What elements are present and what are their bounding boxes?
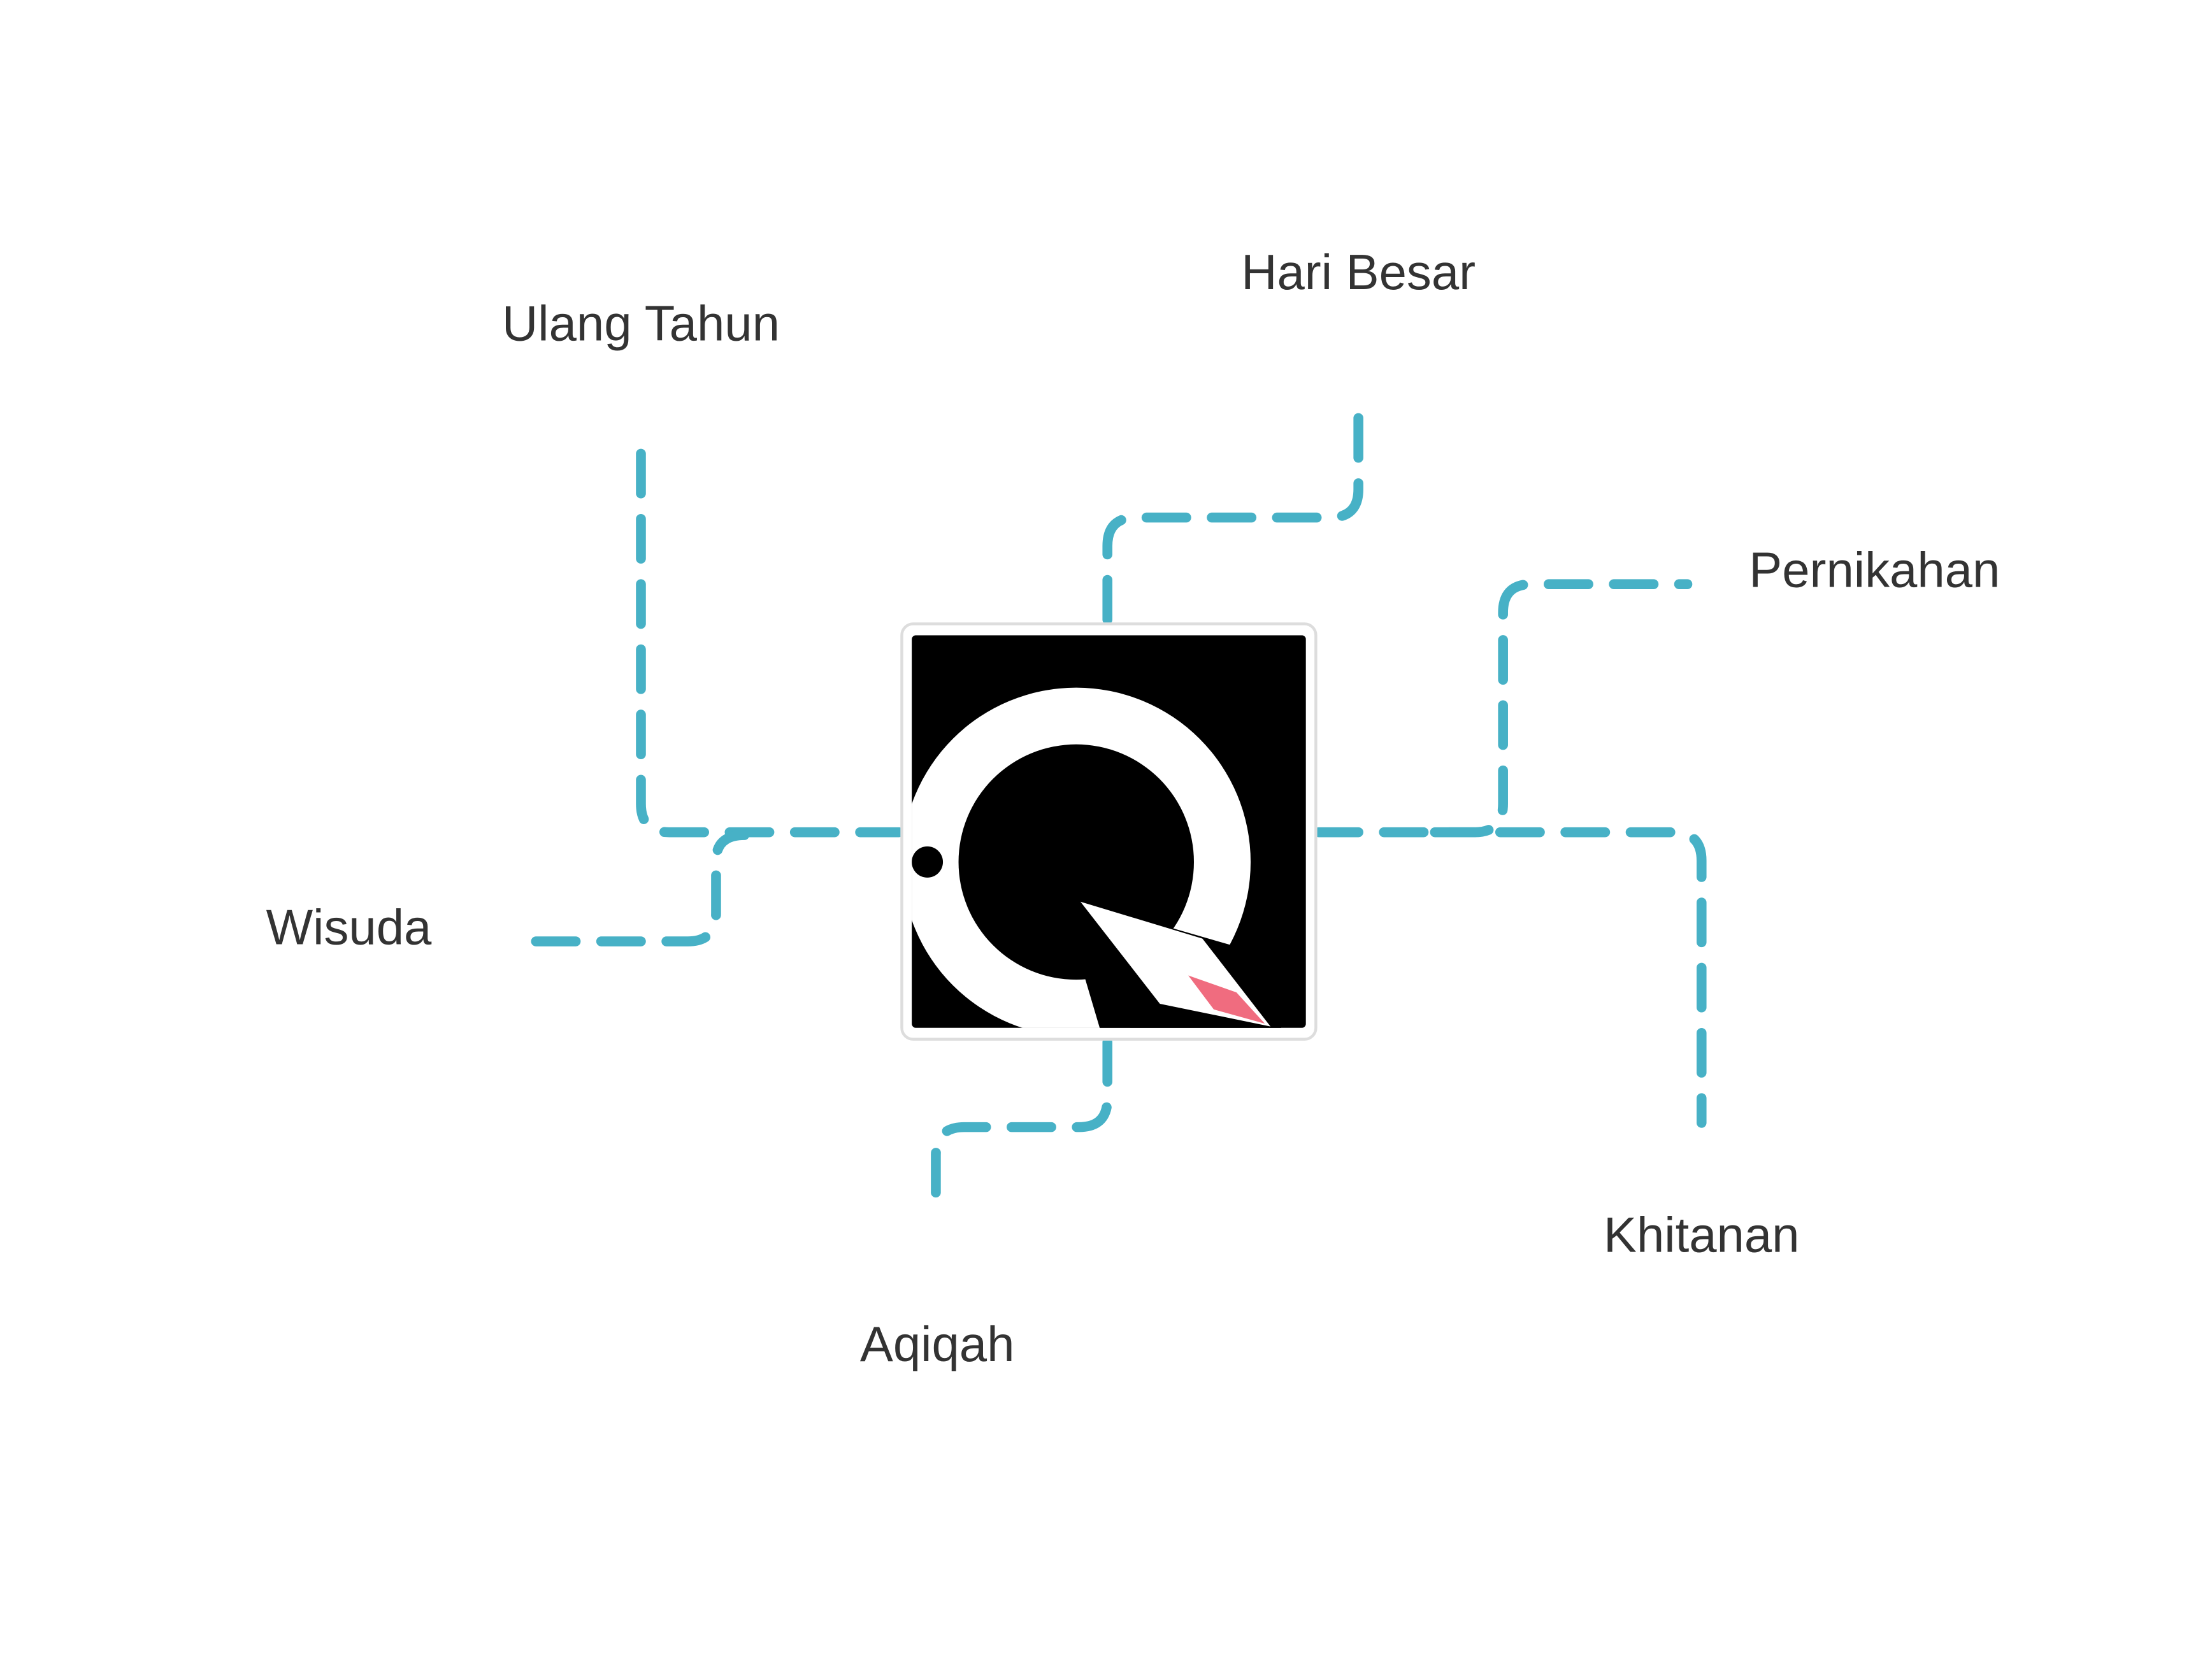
connector-hari-besar	[1102, 409, 1363, 625]
label-ulang-tahun: Ulang Tahun	[502, 295, 780, 351]
label-hari-besar: Hari Besar	[1241, 244, 1476, 300]
connector-pernikahan	[1314, 579, 1693, 838]
labels: Ulang Tahun Hari Besar Pernikahan Wisuda…	[266, 244, 2000, 1372]
label-wisuda: Wisuda	[266, 899, 432, 955]
center-logo	[900, 622, 1318, 1041]
label-khitanan: Khitanan	[1604, 1206, 1799, 1262]
connectors	[531, 409, 1707, 1217]
label-pernikahan: Pernikahan	[1749, 542, 2000, 598]
logo-accent	[1188, 975, 1265, 1024]
connector-wisuda	[531, 830, 750, 946]
label-aqiqah: Aqiqah	[860, 1316, 1015, 1372]
connector-khitanan	[1430, 827, 1707, 1128]
q-logo-icon	[912, 635, 1306, 1028]
connector-aqiqah	[931, 1037, 1113, 1217]
connector-ulang-tahun	[636, 448, 904, 838]
